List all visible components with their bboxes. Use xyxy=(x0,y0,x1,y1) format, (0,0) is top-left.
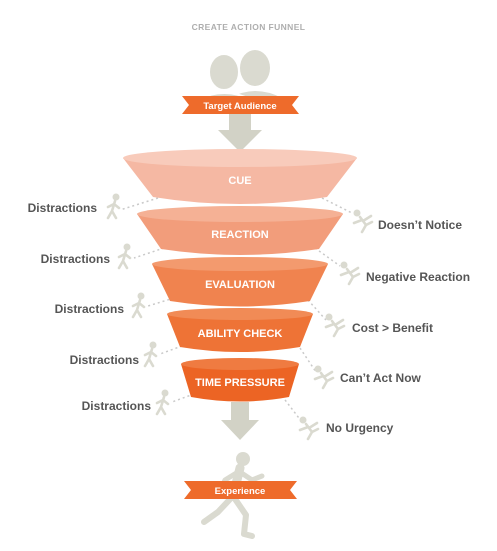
funnel-stage-time-pressure: TIME PRESSURE xyxy=(181,358,299,402)
falling-person-icon xyxy=(324,313,346,338)
falling-person-icon xyxy=(339,261,361,286)
outcome-label-act: Can’t Act Now xyxy=(340,371,421,385)
funnel-stage-evaluation: EVALUATION xyxy=(152,257,328,307)
down-arrow-top xyxy=(218,114,262,152)
outcome-label-cue: Doesn’t Notice xyxy=(378,218,463,232)
distraction-label-cue: Distractions xyxy=(27,201,97,215)
falling-person-icon xyxy=(298,416,320,441)
target-audience-ribbon: Target Audience xyxy=(182,96,299,114)
distraction-label-reaction: Distractions xyxy=(40,252,110,266)
stage-label-cue: CUE xyxy=(228,175,251,187)
down-arrow-bottom xyxy=(221,402,259,440)
outcome-label-urgency: No Urgency xyxy=(326,421,394,435)
stage-label-time-pressure: TIME PRESSURE xyxy=(195,377,285,389)
funnel-stage-ability-check: ABILITY CHECK xyxy=(167,308,313,352)
funnel-stage-cue: CUE xyxy=(123,149,357,204)
walking-away-person-icon xyxy=(143,341,158,368)
experience-label: Experience xyxy=(215,486,266,497)
falling-person-icon xyxy=(313,365,335,390)
stage-label-reaction: REACTION xyxy=(211,229,269,241)
outcome-label-reaction: Negative Reaction xyxy=(366,270,471,284)
target-audience-label: Target Audience xyxy=(203,101,276,112)
distraction-label-time-pressure: Distractions xyxy=(81,399,151,413)
distraction-label-ability-check: Distractions xyxy=(69,353,139,367)
diagram-title: CREATE ACTION FUNNEL xyxy=(191,22,306,32)
people-silhouette-icon xyxy=(196,50,284,101)
stage-label-evaluation: EVALUATION xyxy=(205,279,275,291)
distraction-label-evaluation: Distractions xyxy=(54,302,124,316)
funnel-tiers: CUE REACTION EVALUATION ABILITY CHECK TI xyxy=(123,149,357,402)
walking-away-person-icon xyxy=(155,389,170,416)
walking-away-person-icon xyxy=(106,193,121,220)
funnel-stage-reaction: REACTION xyxy=(137,206,343,255)
experience-ribbon: Experience xyxy=(184,481,297,499)
walking-away-person-icon xyxy=(131,292,146,319)
outcome-label-ability: Cost > Benefit xyxy=(352,321,434,335)
falling-person-icon xyxy=(352,209,374,234)
walking-away-person-icon xyxy=(117,243,132,270)
stage-label-ability-check: ABILITY CHECK xyxy=(198,328,283,340)
dotted-branches xyxy=(119,197,353,423)
